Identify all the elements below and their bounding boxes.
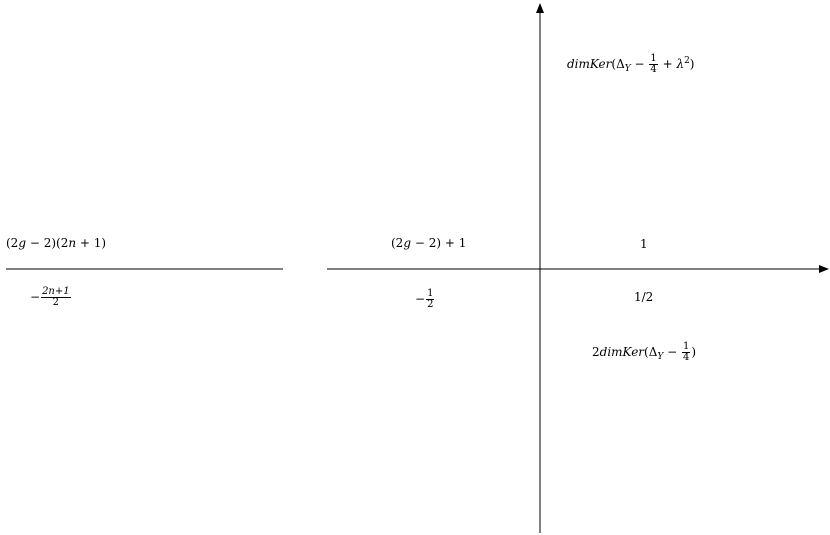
label-right-upper-value: 1 — [640, 237, 648, 251]
label-left-upper: (2g − 2)(2n + 1) — [6, 236, 106, 250]
label-dimker-lambda-plus: + — [658, 57, 677, 71]
label-2dimker-close: ) — [691, 345, 697, 359]
fraction-denominator: 4 — [683, 352, 690, 363]
label-2dimker-sub: Y — [657, 352, 664, 362]
label-dimker-lambda-close: ) — [689, 57, 695, 71]
label-dimker-lambda-sup: 2 — [684, 56, 690, 66]
fraction-numerator: 1 — [649, 53, 658, 65]
fraction-denominator: 4 — [650, 64, 657, 75]
label-middle-upper: (2g − 2) + 1 — [391, 236, 466, 250]
label-left-upper-p2: − 2)(2 — [26, 236, 69, 250]
label-dimker-lambda-open: (Δ — [611, 57, 625, 71]
label-middle-upper-g: g — [403, 236, 412, 250]
label-dimker-lambda-sub: Y — [624, 64, 631, 74]
label-2dimker-two: 2 — [592, 345, 600, 359]
fraction-denominator: 2 — [427, 299, 434, 310]
label-middle-upper-p1: (2 — [391, 236, 404, 250]
label-2dimker-minus: − — [663, 345, 682, 359]
fraction-numerator: 1 — [426, 288, 435, 300]
label-left-upper-p1: (2 — [6, 236, 19, 250]
label-dimker-lambda-ker: Ker — [589, 57, 612, 71]
label-2dimker-dim: dim — [599, 345, 623, 359]
label-right-lower-value: 1/2 — [634, 290, 654, 304]
label-middle-upper-p2: − 2) + 1 — [411, 236, 467, 250]
fraction-denominator: 2 — [52, 297, 60, 308]
label-left-upper-n: n — [68, 236, 77, 250]
label-left-lower-minus: − — [30, 290, 41, 304]
label-right-lower: 1/2 — [634, 290, 653, 304]
label-2dimker-ker: Ker — [622, 345, 645, 359]
label-middle-lower-minus: − — [415, 292, 426, 306]
fraction-numerator: 2n+1 — [41, 286, 71, 298]
label-2dimker-open: (Δ — [644, 345, 658, 359]
label-dimker-lambda-dim: dim — [567, 57, 590, 71]
label-right-upper: 1 — [640, 237, 648, 251]
label-left-upper-g: g — [18, 236, 27, 250]
label-dimker-lambda-minus: − — [630, 57, 649, 71]
label-left-upper-p3: + 1) — [76, 236, 107, 250]
fraction-numerator: 1 — [682, 341, 691, 353]
label-dimker-lambda-lambda: λ — [676, 57, 685, 71]
